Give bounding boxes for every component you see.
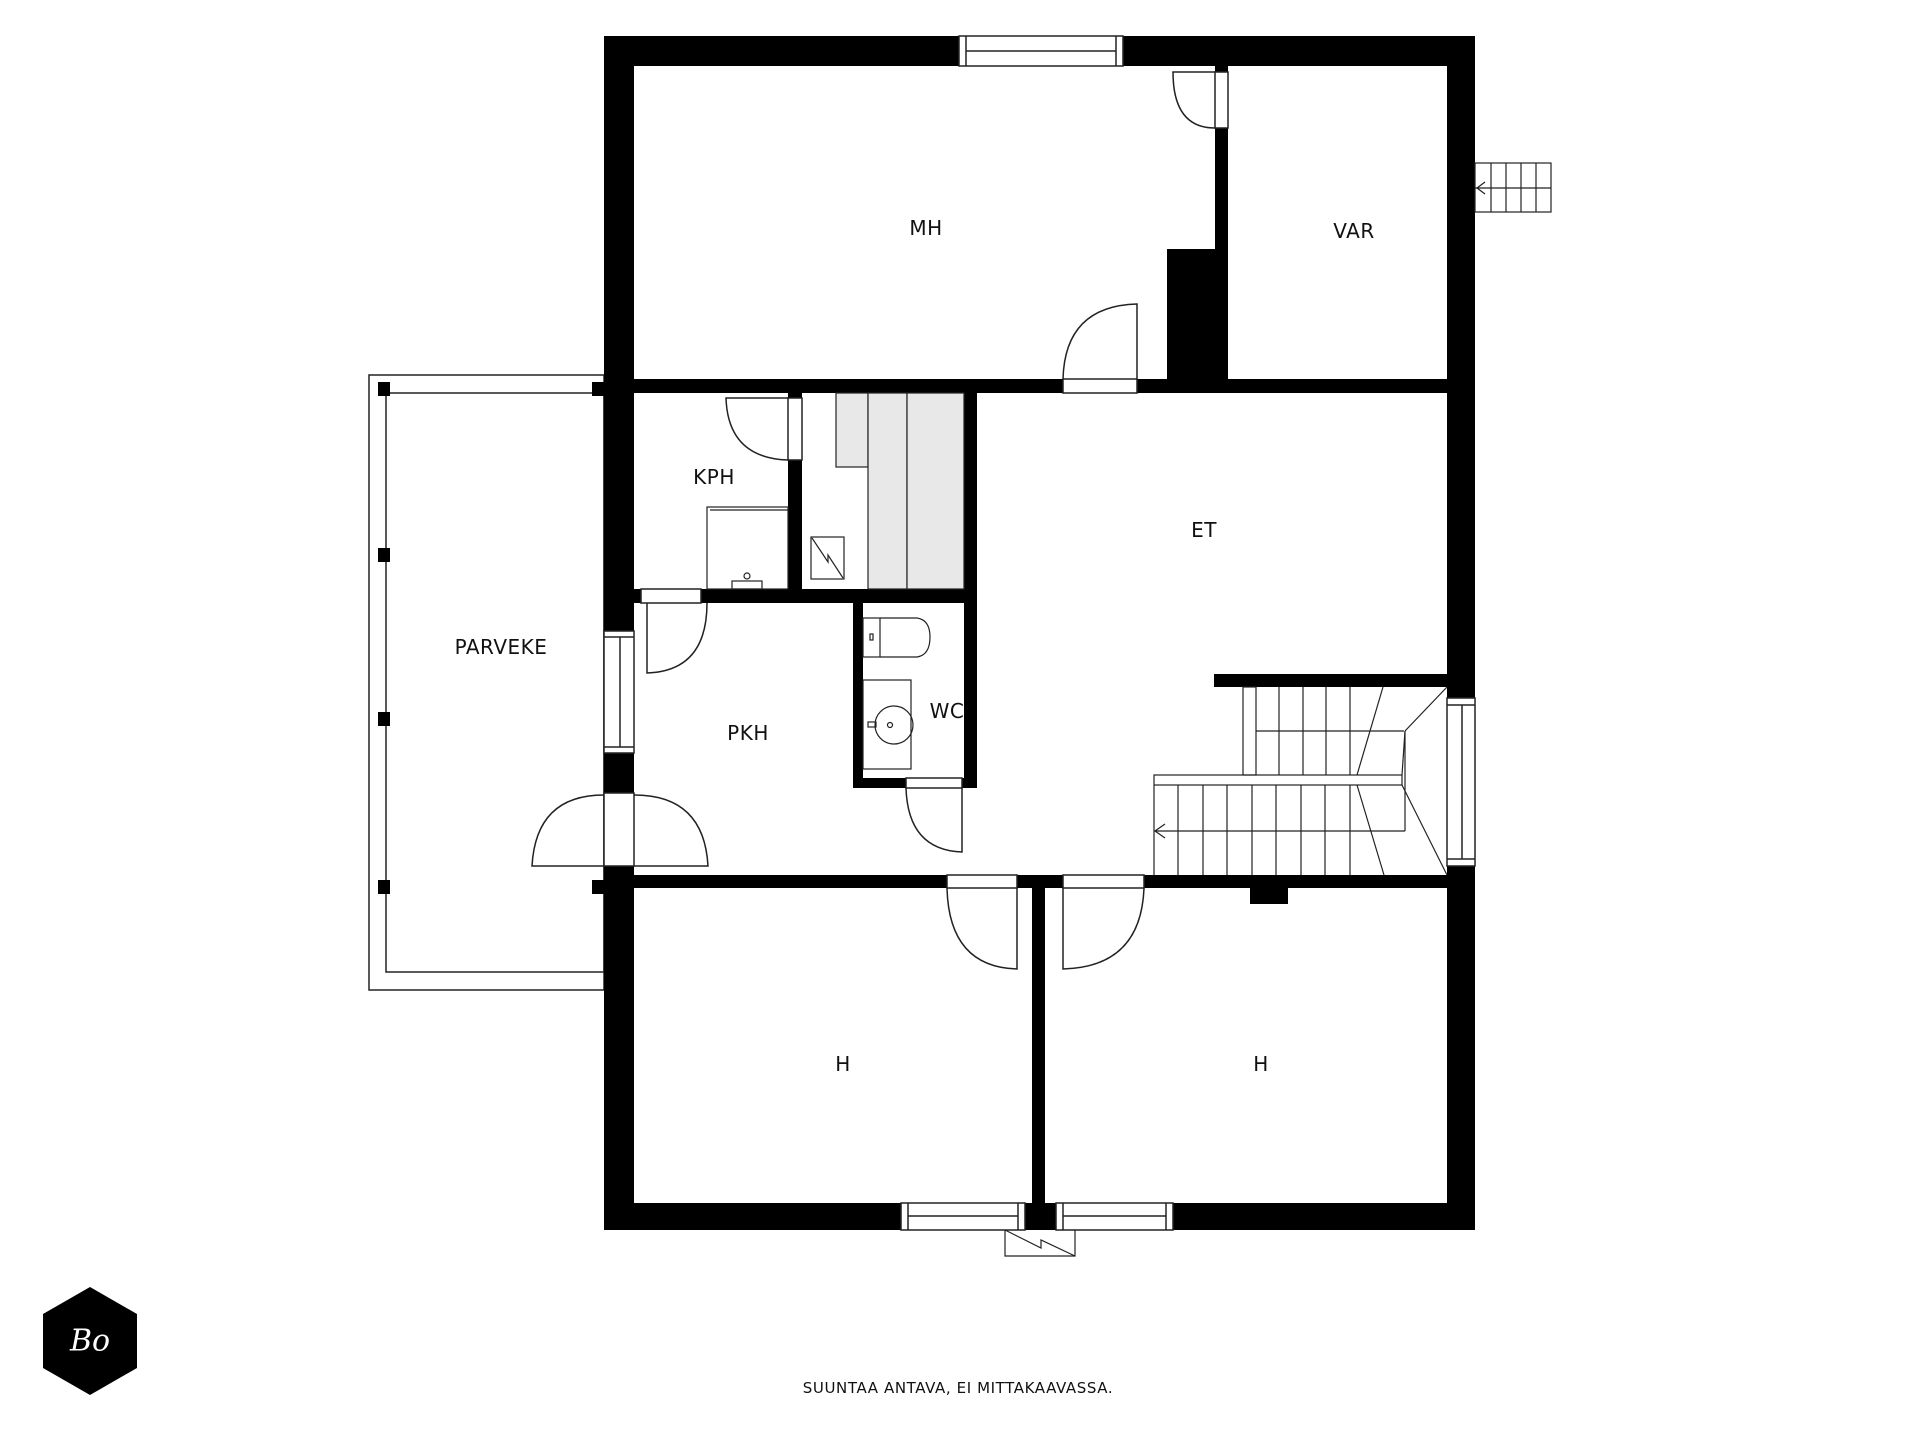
sauna-bench-upper	[906, 392, 965, 590]
door-kph-opening	[640, 588, 702, 604]
door-h2-opening	[1062, 874, 1145, 889]
room-label-kph: KPH	[693, 465, 735, 489]
door-var-opening	[1214, 71, 1229, 129]
room-label-et: ET	[1191, 518, 1217, 542]
door-wc-opening	[905, 777, 963, 789]
door-wc-swing	[905, 787, 963, 853]
balcony-post	[592, 880, 606, 894]
shower-area	[706, 506, 789, 590]
room-label-pkh: PKH	[727, 721, 769, 745]
door-h2-swing	[1062, 887, 1145, 970]
toilet-tank	[862, 617, 881, 658]
door-h1-swing	[946, 887, 1018, 970]
wall-mh-bottom	[634, 379, 1447, 393]
shower-tap-icon	[731, 580, 763, 590]
sink-icon	[874, 705, 914, 745]
window-right	[1446, 697, 1476, 867]
door-kph-swing	[646, 602, 708, 674]
stair-landing-divider	[1153, 774, 1403, 786]
column	[1250, 888, 1288, 904]
stair-direction-arrow-icon	[1153, 823, 1166, 839]
logo-text: Bo	[69, 1323, 111, 1359]
sauna-bench-small	[835, 392, 869, 468]
door-var-swing	[1172, 71, 1216, 129]
balcony-post	[378, 880, 390, 894]
balcony-outline	[368, 374, 605, 991]
chimney	[1167, 249, 1228, 379]
toilet-icon	[880, 617, 931, 658]
room-label-mh: MH	[909, 216, 943, 240]
wall-bottom	[604, 1203, 1475, 1230]
room-label-h1: H	[835, 1052, 851, 1076]
room-label-wc: WC	[929, 699, 965, 723]
balcony-post	[592, 382, 606, 396]
door-sauna-opening	[787, 397, 803, 461]
balcony-post	[378, 712, 390, 726]
sink-counter	[862, 679, 912, 770]
balcony-post	[378, 382, 390, 396]
wall-middle-horizontal	[604, 875, 1447, 888]
wall-stair	[1214, 674, 1447, 687]
wall-wc-left	[853, 603, 863, 788]
door-balcony-opening	[603, 792, 635, 867]
balcony-railing	[385, 392, 605, 973]
door-sauna-swing	[725, 397, 789, 461]
door-mh-opening	[1062, 378, 1138, 394]
sauna-bench-lower	[867, 392, 908, 590]
door-balcony-swing-left	[531, 794, 605, 867]
scale-disclaimer: SUUNTAA ANTAVA, EI MITTAKAAVASSA.	[802, 1379, 1114, 1397]
exterior-steps-arrow-icon	[1476, 181, 1486, 195]
room-label-var: VAR	[1333, 219, 1375, 243]
wall-h-divider	[1032, 888, 1045, 1203]
room-label-h2: H	[1253, 1052, 1269, 1076]
balcony-post	[378, 548, 390, 562]
wall-right	[1447, 36, 1475, 1230]
logo-hexagon-icon	[43, 1287, 137, 1395]
wall-kph-bottom	[634, 589, 977, 603]
heater-symbol-icon	[1004, 1229, 1076, 1257]
door-h1-opening	[946, 874, 1018, 889]
door-mh-swing	[1062, 303, 1138, 380]
room-label-parveke: PARVEKE	[454, 635, 548, 659]
door-balcony-swing-right	[633, 794, 709, 867]
window-left	[603, 630, 635, 754]
